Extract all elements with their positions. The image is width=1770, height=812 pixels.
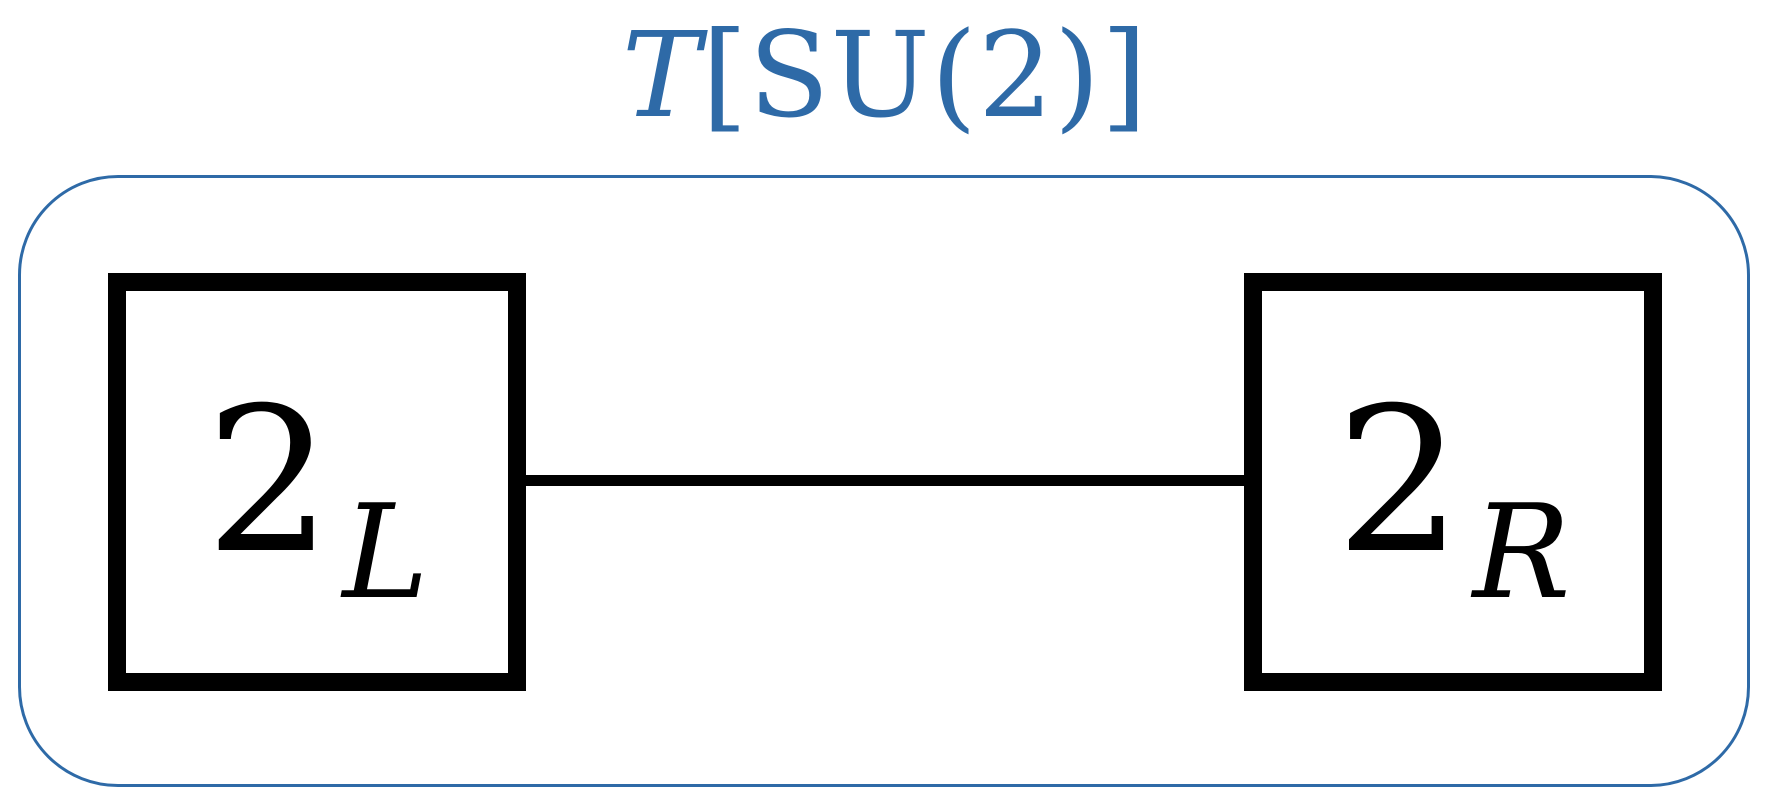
edge-left-right [526, 475, 1244, 486]
node-right-rank: 2 [1335, 365, 1463, 598]
title-bracket-open: [ [701, 6, 749, 144]
node-left-rank: 2 [205, 365, 333, 598]
diagram-title: T[SU(2)] [0, 0, 1770, 150]
title-theory-symbol: T [621, 6, 702, 144]
theory-frame [18, 175, 1750, 787]
title-bracket-close: ] [1101, 6, 1149, 144]
title-group-name: SU(2) [748, 6, 1102, 144]
node-right-subscript: R [1472, 476, 1571, 628]
node-left-subscript: L [342, 476, 429, 628]
